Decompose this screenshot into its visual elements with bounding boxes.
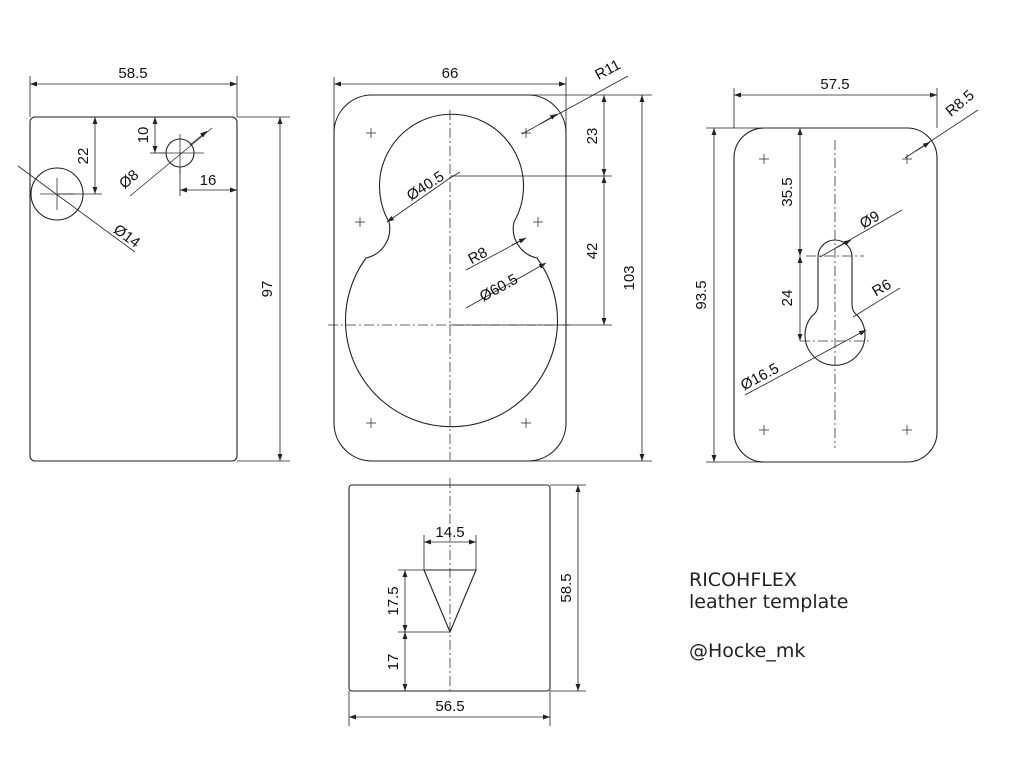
title-line-1: RICOHFLEX (689, 569, 797, 591)
title-block: RICOHFLEX leather template (689, 569, 848, 613)
dim-right-height: 93.5 (693, 280, 710, 309)
dim-right-neck-radius: R6 (869, 276, 894, 300)
dim-center-offset-top: 23 (584, 128, 601, 145)
dim-center-neck-radius: R8 (465, 244, 490, 268)
dim-left-hole-offset: 22 (75, 148, 92, 165)
dim-left-small-offset: 10 (135, 127, 152, 144)
dim-bottom-triangle-height: 17.5 (385, 586, 402, 615)
snowman-cutout (344, 113, 559, 428)
panel-center: 66 R11 23 42 103 Ø40.5 R8 Ø60.5 (328, 56, 652, 462)
dim-bottom-height: 58.5 (558, 573, 575, 602)
dim-right-slot-dia: Ø9 (857, 208, 883, 233)
panel-bottom: 14.5 17.5 17 58.5 56.5 (348, 478, 586, 726)
dim-right-radius: R8.5 (943, 87, 978, 120)
dim-bottom-triangle-width: 14.5 (435, 524, 464, 541)
dim-center-radius: R11 (592, 56, 623, 83)
dim-right-width: 57.5 (820, 76, 849, 93)
dim-right-slot-length: 24 (779, 290, 796, 307)
dim-right-circle-dia: Ø16.5 (738, 360, 782, 394)
dim-left-width: 58.5 (118, 65, 147, 82)
dim-center-small-dia: Ø40.5 (404, 168, 448, 205)
panel-left-outline (29, 116, 238, 462)
dim-center-offset-mid: 42 (584, 243, 601, 260)
dim-bottom-width: 56.5 (435, 698, 464, 715)
panel-right: 57.5 R8.5 35.5 24 93.5 Ø9 R6 Ø16.5 (693, 76, 979, 463)
dim-center-large-dia: Ø60.5 (477, 271, 521, 306)
dim-left-small-edge: 16 (200, 172, 217, 189)
keyhole-cutout (804, 239, 866, 366)
dim-left-height: 97 (259, 281, 276, 298)
title-line-2: leather template (689, 591, 849, 613)
dim-center-width: 66 (442, 65, 459, 82)
dim-bottom-offset: 17 (385, 654, 402, 671)
dim-center-height: 103 (621, 265, 638, 290)
panel-bottom-outline (348, 484, 551, 692)
panel-right-outline (733, 127, 938, 463)
panel-left: 58.5 97 22 10 16 Ø8 Ø14 (17, 65, 290, 462)
dim-left-large-dia: Ø14 (110, 221, 143, 251)
dim-right-offset-top: 35.5 (779, 177, 796, 206)
author-handle: @Hocke_mk (689, 640, 806, 662)
